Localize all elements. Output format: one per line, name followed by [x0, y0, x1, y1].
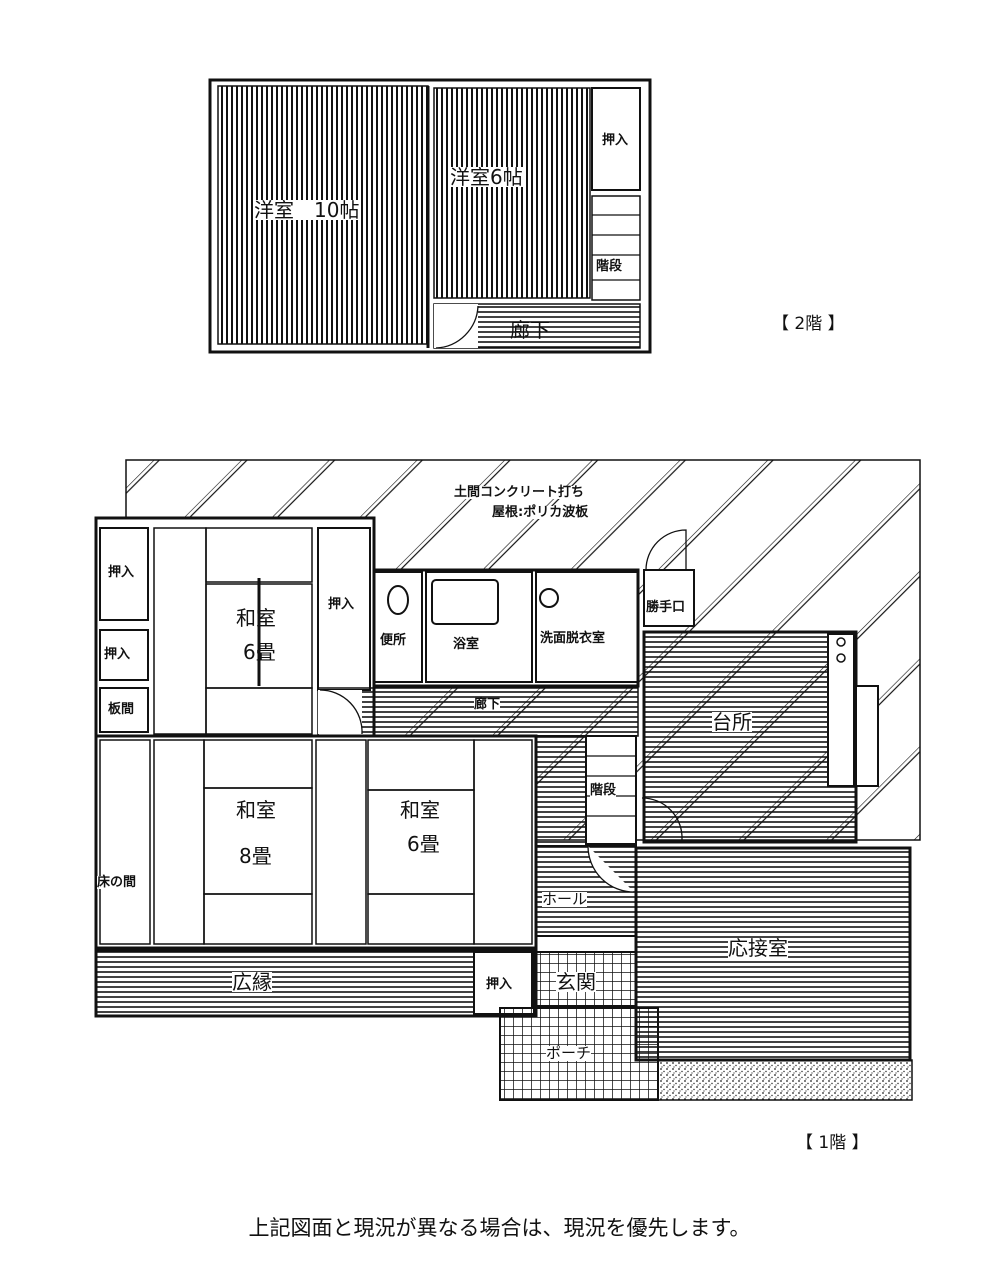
room-label-western-10: 洋室 10帖	[254, 198, 360, 222]
room-label-reception: 応接室	[728, 936, 788, 960]
room-label-japanese-6-top-l1: 和室	[236, 606, 276, 630]
room-label-closet-2f: 押入	[602, 133, 629, 148]
room-label-washroom: 洗面脱衣室	[540, 631, 606, 646]
first-floor-plan	[94, 459, 921, 1101]
room-label-corridor-1f: 廊下	[474, 697, 501, 712]
doma-note-line1: 土間コンクリート打ち	[454, 485, 585, 500]
room-label-japanese-6-bottom-l1: 和室	[400, 798, 440, 822]
room-label-toilet: 便所	[380, 633, 407, 648]
room-label-corridor-2f: 廊下	[510, 318, 550, 342]
room-label-japanese-6-top-l2: 6畳	[243, 640, 276, 664]
floor-tag-1f: 【 1階 】	[796, 1133, 869, 1153]
room-label-japanese-6-bottom-l2: 6畳	[407, 832, 440, 856]
room-label-hall: ホール	[542, 890, 588, 908]
room-label-closet-mid-left: 押入	[104, 647, 131, 662]
room-label-japanese-8-l2: 8畳	[239, 844, 272, 868]
room-label-kitchen: 台所	[712, 710, 752, 734]
footer-disclaimer: 上記図面と現況が異なる場合は、現況を優先します。	[248, 1216, 751, 1240]
room-label-tokonoma: 床の間	[97, 875, 137, 890]
floor-tag-2f: 【 2階 】	[772, 314, 845, 334]
doma-note-line2: 屋根:ポリカ波板	[492, 505, 589, 520]
room-label-closet-bottom: 押入	[486, 977, 513, 992]
room-label-bathroom: 浴室	[453, 637, 480, 652]
room-label-japanese-8-l1: 和室	[236, 798, 276, 822]
room-label-closet-center: 押入	[328, 597, 355, 612]
room-label-western-6: 洋室6帖	[450, 165, 523, 189]
room-label-engawa: 広縁	[232, 970, 272, 994]
room-label-entrance: 玄関	[556, 970, 596, 994]
room-label-stairs-1f: 階段	[590, 783, 617, 798]
room-label-porch: ポーチ	[546, 1044, 592, 1062]
room-label-closet-top-left: 押入	[108, 565, 135, 580]
room-label-stairs-2f: 階段	[596, 259, 623, 274]
second-floor-plan	[208, 78, 652, 354]
room-label-back-door: 勝手口	[646, 600, 686, 615]
room-label-wood-floor: 板間	[108, 702, 135, 717]
